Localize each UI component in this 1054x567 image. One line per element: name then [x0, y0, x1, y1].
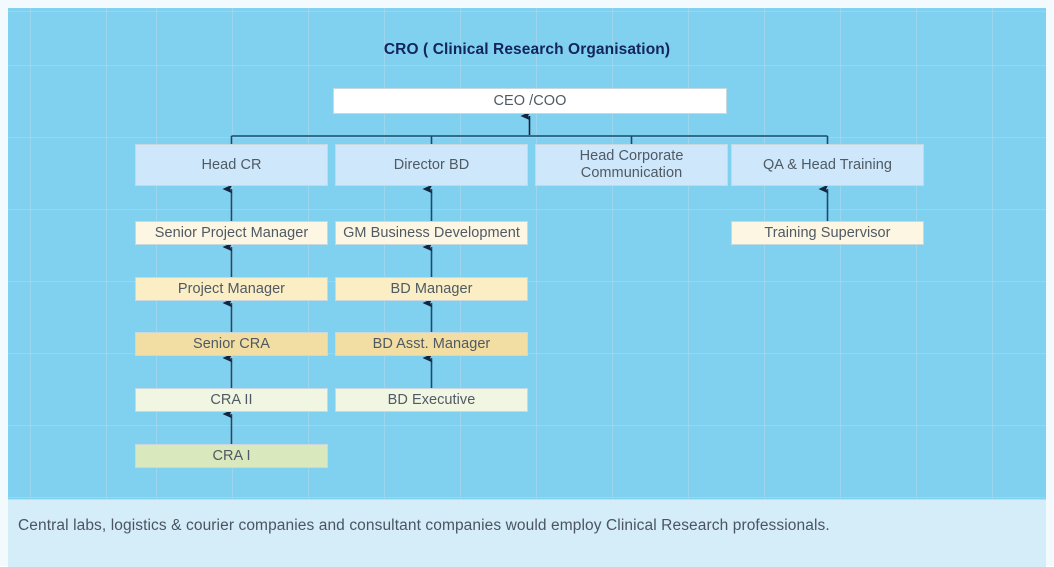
node-label: Head Corporate Communication — [579, 147, 684, 181]
node-qa_head[interactable]: QA & Head Training — [731, 144, 924, 186]
node-label: Senior CRA — [192, 335, 271, 352]
node-cra2[interactable]: CRA II — [135, 388, 328, 412]
node-head_cr[interactable]: Head CR — [135, 144, 328, 186]
footer-note: Central labs, logistics & courier compan… — [18, 517, 830, 534]
ceo-bus — [230, 135, 829, 144]
node-gm_bd[interactable]: GM Business Development — [335, 221, 528, 245]
chart-panel: CRO ( Clinical Research Organisation) — [8, 8, 1046, 566]
node-label: GM Business Development — [343, 224, 520, 241]
node-label: BD Manager — [390, 280, 473, 297]
node-sr_cra[interactable]: Senior CRA — [135, 332, 328, 356]
node-bd_asst[interactable]: BD Asst. Manager — [335, 332, 528, 356]
node-label: CRA II — [210, 391, 253, 408]
node-label: Director BD — [393, 156, 470, 173]
node-label: Senior Project Manager — [154, 224, 309, 241]
page-title: CRO ( Clinical Research Organisation) — [383, 41, 671, 58]
node-head_cc[interactable]: Head Corporate Communication — [535, 144, 728, 186]
node-label: CRA I — [212, 447, 251, 464]
connector-layer — [222, 111, 829, 444]
node-label: QA & Head Training — [762, 156, 893, 173]
node-label: CEO /COO — [493, 92, 567, 109]
node-label: Training Supervisor — [764, 224, 891, 241]
node-label: BD Asst. Manager — [372, 335, 491, 352]
footer-band: Central labs, logistics & courier compan… — [8, 499, 1046, 567]
node-label: BD Executive — [387, 391, 476, 408]
node-director_bd[interactable]: Director BD — [335, 144, 528, 186]
node-label: Head CR — [201, 156, 262, 173]
node-ceo[interactable]: CEO /COO — [333, 88, 727, 114]
node-label: Project Manager — [177, 280, 286, 297]
node-spm[interactable]: Senior Project Manager — [135, 221, 328, 245]
node-bd_exec[interactable]: BD Executive — [335, 388, 528, 412]
node-bd_mgr[interactable]: BD Manager — [335, 277, 528, 301]
node-pm[interactable]: Project Manager — [135, 277, 328, 301]
node-cra1[interactable]: CRA I — [135, 444, 328, 468]
node-train_sup[interactable]: Training Supervisor — [731, 221, 924, 245]
